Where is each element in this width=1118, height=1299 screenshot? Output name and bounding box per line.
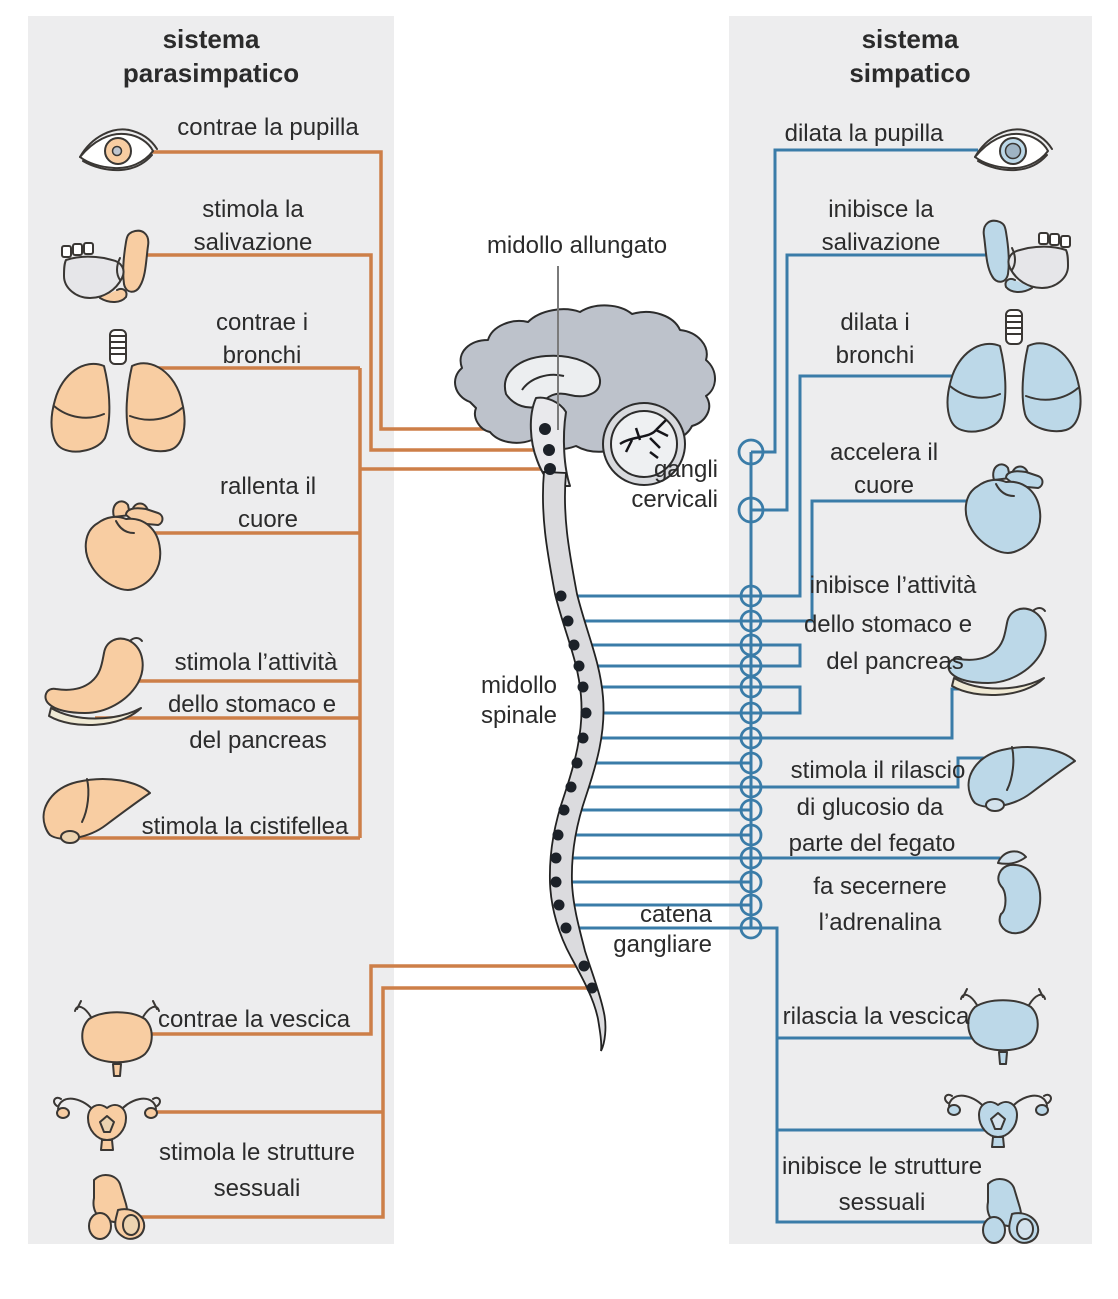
penis-icon [88, 1174, 146, 1240]
cerebellum [602, 402, 686, 486]
label-stomach-right-line2: dello stomaco e [803, 611, 973, 638]
uterus-icon [944, 1093, 1052, 1148]
spinal-nerve-lines [556, 594, 751, 930]
label-bladder-left: contrae la vescica [157, 1006, 351, 1033]
liver-gallbladder-icon [42, 778, 152, 844]
nerve-root-dots [539, 423, 598, 994]
bladder-icon [74, 1000, 160, 1077]
salivary-glands-icon [61, 229, 150, 304]
label-gallbladder-left: stimola la cistifellea [141, 813, 349, 840]
sympathetic-organs [944, 128, 1082, 1244]
parasympathetic-nerve-lines [75, 150, 591, 1219]
adrenal-kidney-icon [997, 850, 1042, 935]
dilated-pupil-icon [1004, 142, 1022, 160]
lungs-icon [50, 329, 186, 453]
parasympathetic-organs [42, 128, 186, 1240]
label-medulla: midollo allungato [486, 232, 668, 259]
label-liver-right-line3: parte del fegato [788, 830, 956, 857]
stomach-pancreas-icon [44, 637, 144, 727]
bladder-icon [960, 988, 1046, 1065]
heart-icon [84, 500, 164, 591]
constricted-pupil-icon [111, 145, 123, 157]
penis-icon [982, 1178, 1040, 1244]
cervical-ganglia-icons [737, 438, 765, 524]
label-stomach-right-line3: del pancreas [826, 648, 964, 675]
label-stomach-left-line2: dello stomaco e [167, 691, 337, 718]
label-liver-right-line2: di glucosio da [796, 794, 944, 821]
salivary-glands-icon [982, 219, 1071, 294]
label-stomach-left-line1: stimola l’attività [174, 649, 338, 676]
label-liver-right-line1: stimola il rilascio [790, 757, 966, 784]
uterus-icon [53, 1096, 161, 1151]
label-bladder-right: rilascia la vescica [782, 1003, 970, 1030]
lungs-icon [946, 309, 1082, 433]
heart-icon [964, 463, 1044, 554]
ganglion-chain-icons [739, 584, 763, 940]
label-stomach-left-line3: del pancreas [189, 727, 327, 754]
liver-icon [967, 746, 1076, 812]
label-pupil-left: contrae la pupilla [177, 114, 359, 141]
brain-illustration [454, 304, 716, 487]
label-stomach-right-line1: inibisce l’attività [809, 572, 977, 599]
label-pupil-right: dilata la pupilla [784, 120, 944, 147]
